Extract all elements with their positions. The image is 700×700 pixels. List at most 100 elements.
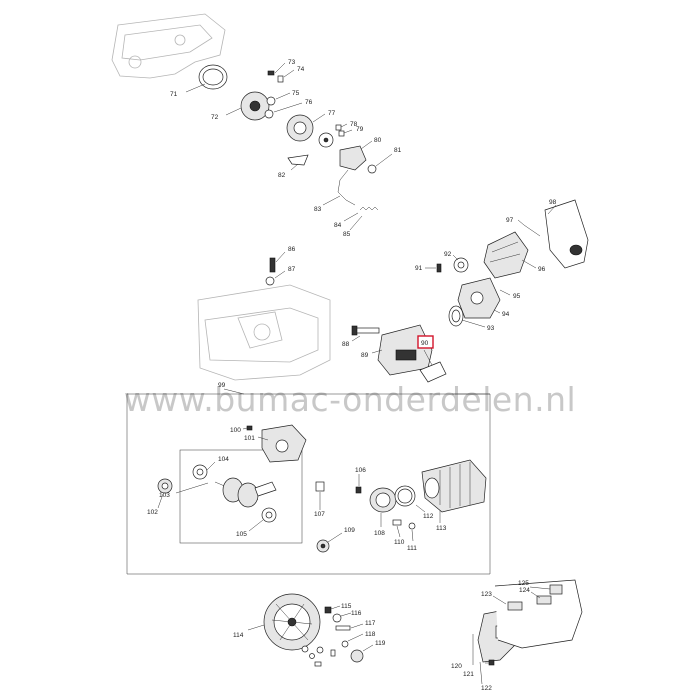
label-84: 84 [334, 222, 342, 229]
part-96-air-filter [483, 231, 537, 279]
part-98-cover [544, 199, 589, 269]
part-116-washer [332, 612, 352, 623]
label-94: 94 [502, 311, 510, 318]
part-86-bolt [269, 251, 286, 273]
label-99: 99 [218, 382, 226, 389]
part-97-bolt [517, 219, 541, 237]
label-95: 95 [513, 293, 521, 300]
label-91: 91 [415, 265, 423, 272]
label-117: 117 [365, 620, 376, 627]
label-122: 122 [481, 685, 492, 692]
label-77: 77 [328, 110, 336, 117]
part-109-washer [316, 532, 343, 553]
label-85: 85 [343, 231, 351, 238]
part-124-terminal [530, 591, 552, 605]
part-72-clutch [225, 91, 270, 121]
label-96: 96 [538, 266, 546, 273]
label-109: 109 [344, 527, 355, 534]
part-125-cap [529, 584, 563, 595]
label-121: 121 [463, 671, 474, 678]
part-90-gasket [419, 349, 447, 383]
label-108: 108 [374, 530, 385, 537]
label-89: 89 [361, 352, 369, 359]
part-107-needle-bearing [315, 481, 325, 510]
label-104: 104 [218, 456, 229, 463]
part-84-spring [343, 206, 379, 222]
label-90: 90 [421, 340, 429, 347]
part-83-oil-hose [322, 169, 356, 206]
part-101-crankcase [257, 424, 307, 463]
label-123: 123 [481, 591, 492, 598]
engine-assembly-frame [126, 388, 491, 575]
label-118: 118 [365, 631, 376, 638]
part-122-wire [479, 661, 483, 685]
watermark-text: www.bumac-onderdelen.nl [124, 380, 576, 419]
part-73-screw [267, 62, 286, 76]
label-120: 120 [451, 663, 462, 670]
label-103: 103 [159, 492, 170, 499]
part-94-carburetor [457, 277, 501, 319]
label-76: 76 [305, 99, 313, 106]
part-small-parts-group [301, 645, 336, 667]
label-82: 82 [278, 172, 286, 179]
label-81: 81 [394, 147, 402, 154]
part-92-nut [452, 254, 469, 273]
label-73: 73 [288, 59, 296, 66]
part-100-screw [242, 425, 253, 431]
part-118-washer [341, 633, 364, 648]
label-111: 111 [407, 545, 417, 552]
label-110: 110 [394, 539, 405, 546]
label-87: 87 [288, 266, 296, 273]
label-98: 98 [549, 199, 557, 206]
part-oil-pump-gear [318, 132, 334, 148]
part-76-bearing [264, 102, 303, 119]
label-86: 86 [288, 246, 296, 253]
part-82-plate [287, 154, 309, 171]
label-106: 106 [355, 467, 366, 474]
label-107: 107 [314, 511, 325, 518]
part-91-screw [425, 263, 442, 273]
part-93-intake [448, 305, 486, 328]
top-housing-outline [111, 13, 226, 79]
label-116: 116 [351, 610, 362, 617]
part-78-bolt [335, 123, 348, 131]
part-106-screw [355, 474, 362, 494]
label-125: 125 [518, 580, 529, 587]
label-71: 71 [170, 91, 178, 98]
part-105-bearing [248, 507, 277, 532]
label-74: 74 [297, 66, 305, 73]
label-78: 78 [350, 121, 358, 128]
part-75-washer [266, 92, 291, 106]
part-117-bolt [335, 623, 364, 631]
part-121-screw [485, 659, 495, 666]
label-72: 72 [211, 114, 219, 121]
part-111-clip [408, 522, 416, 542]
label-100: 100 [230, 427, 241, 434]
highlight-box-90 [417, 335, 434, 349]
label-101: 101 [244, 435, 255, 442]
part-102-seal [157, 478, 173, 509]
part-80-oil-pump [339, 140, 373, 171]
label-92: 92 [444, 251, 452, 258]
label-102: 102 [147, 509, 158, 516]
label-124: 124 [519, 587, 530, 594]
label-114: 114 [233, 632, 244, 639]
part-95-air-filter-base [499, 289, 511, 296]
part-81-screw [367, 153, 393, 174]
engine-housing-outline [197, 284, 331, 381]
part-113-cylinder [421, 459, 487, 523]
label-119: 119 [375, 640, 386, 647]
part-115-nut [324, 605, 341, 614]
part-110-pin [392, 519, 402, 538]
label-79: 79 [356, 126, 364, 133]
part-85-adjuster [349, 215, 363, 231]
part-114-flywheel [247, 593, 321, 651]
part-104-bearing [192, 461, 216, 480]
label-83: 83 [314, 206, 322, 213]
label-88: 88 [342, 341, 350, 348]
part-89-muffler [371, 324, 433, 376]
part-79-bolt [338, 129, 353, 137]
part-74-pin [277, 69, 295, 83]
part-71-spring [185, 64, 228, 93]
label-80: 80 [374, 137, 382, 144]
